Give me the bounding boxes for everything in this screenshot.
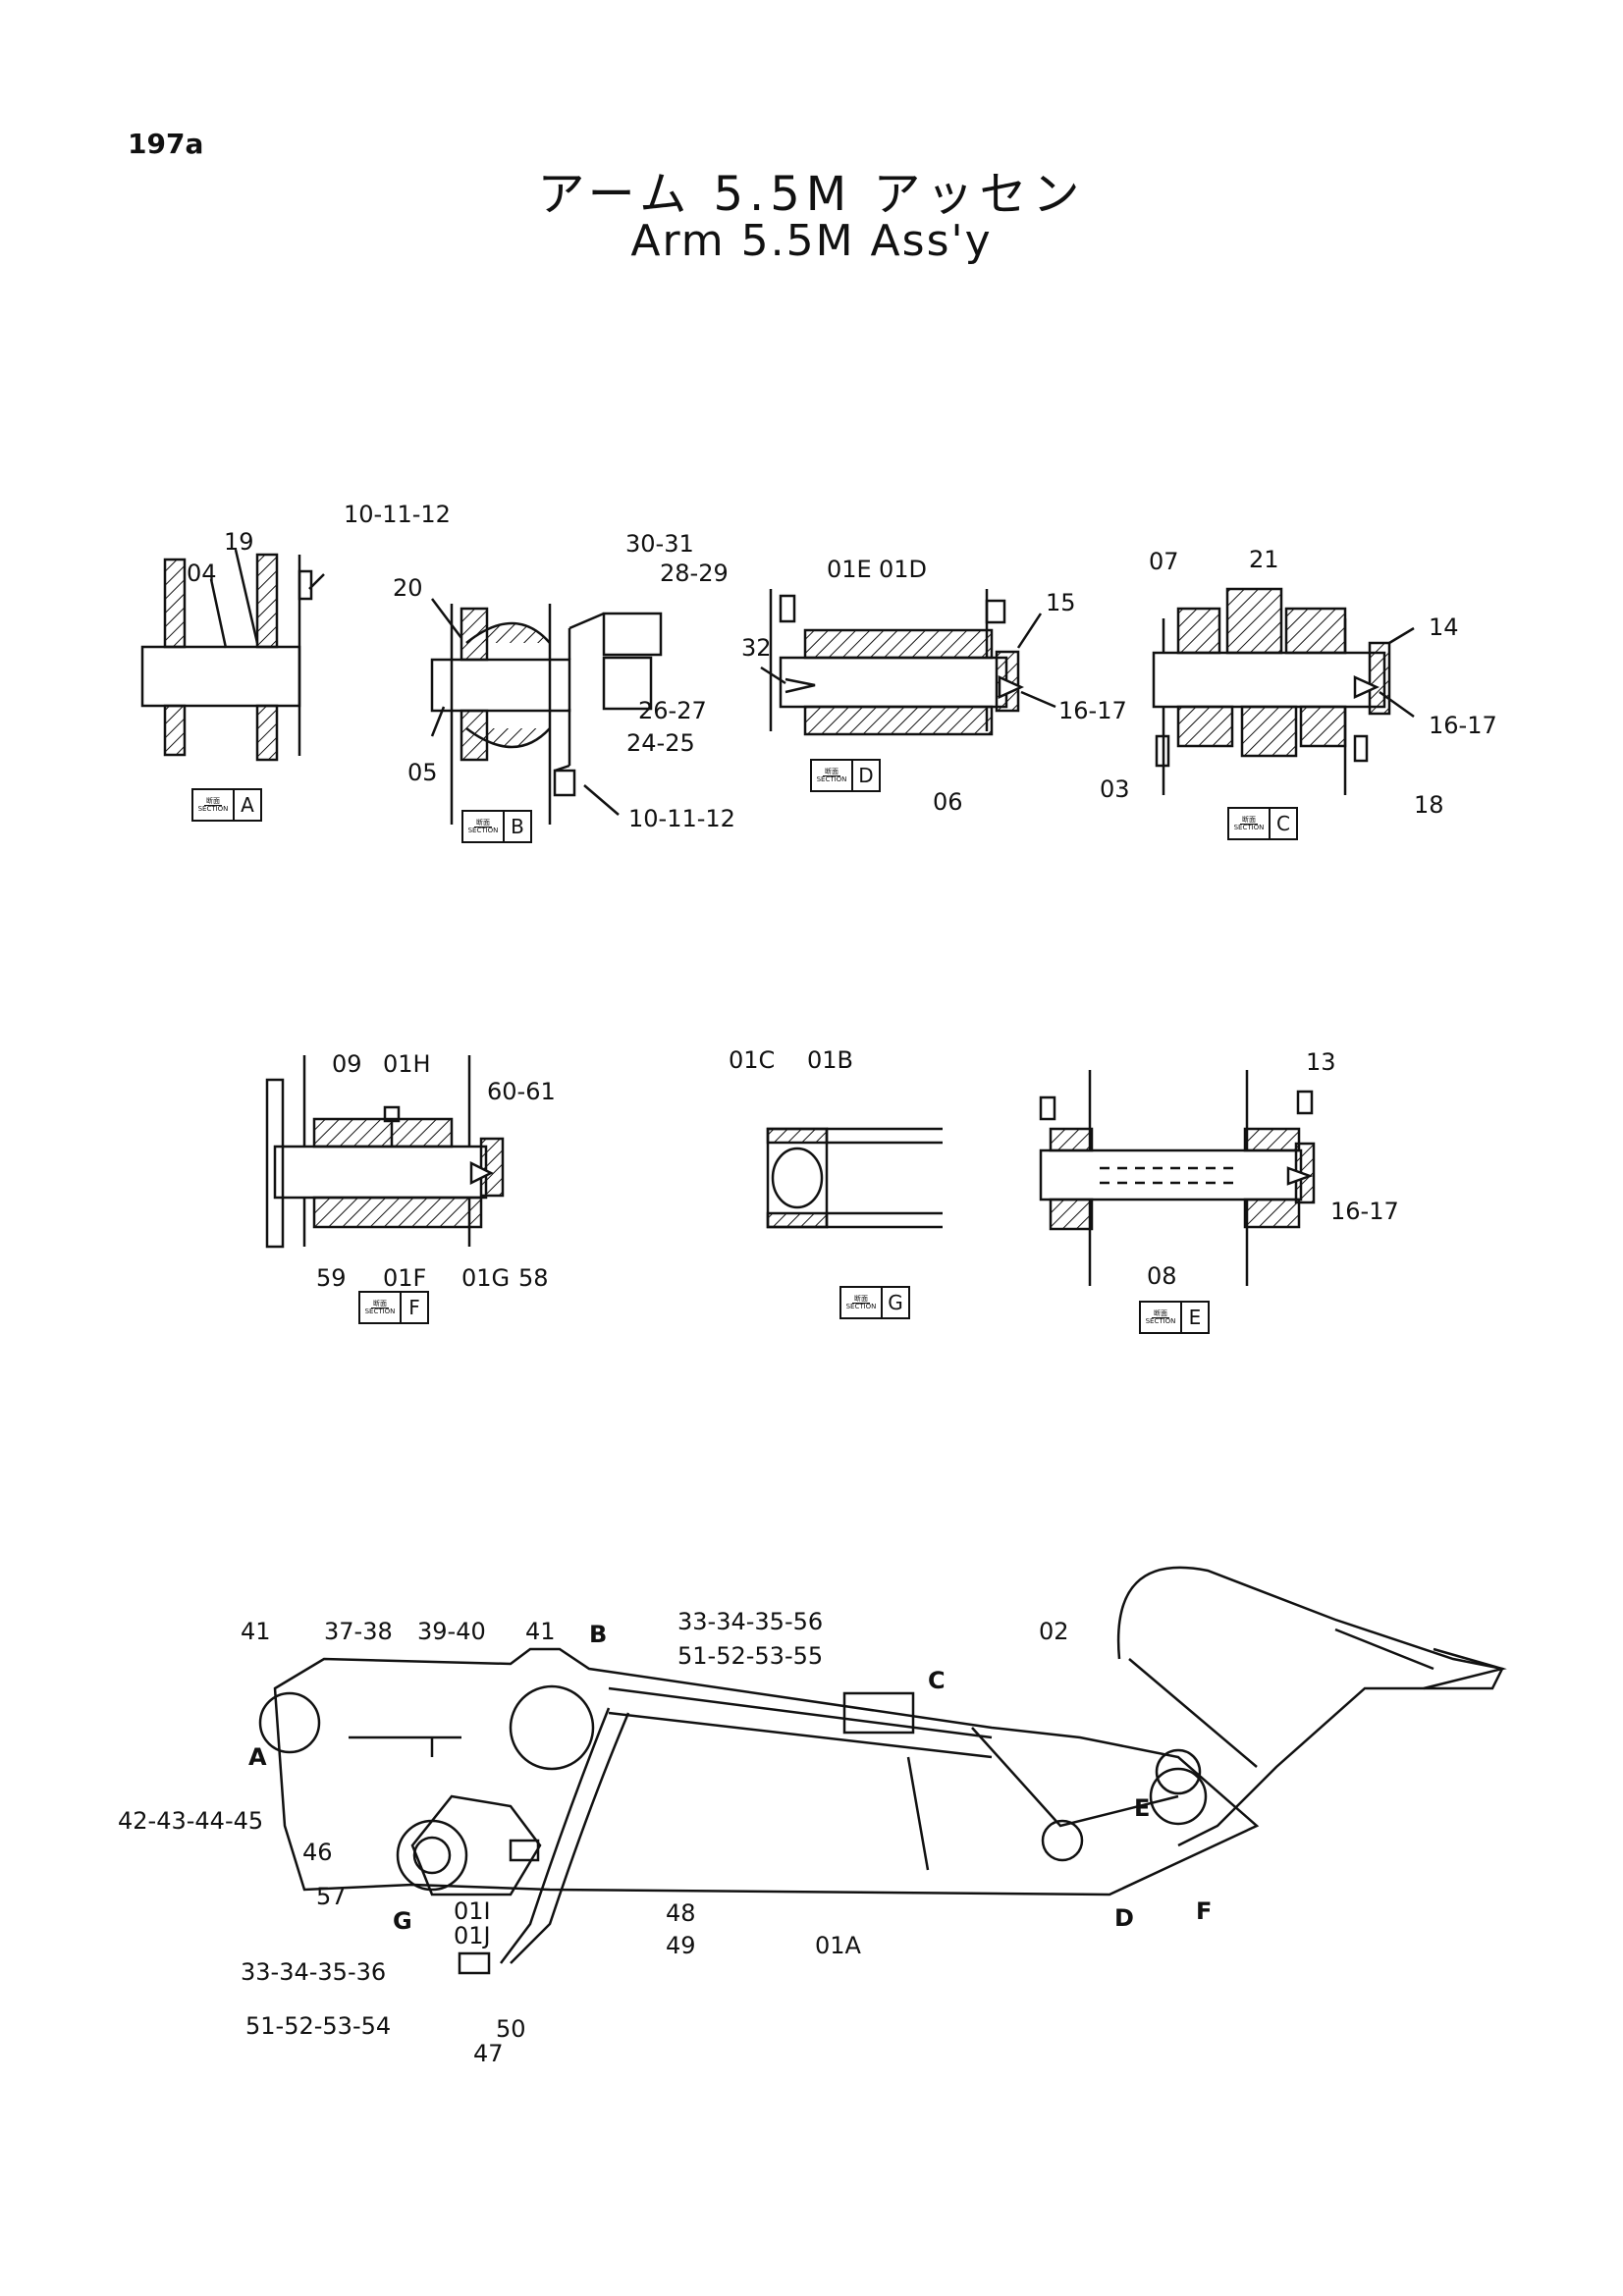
part-label: 39-40	[417, 1618, 486, 1645]
section-a-drawing	[140, 549, 325, 762]
part-label: 06	[933, 788, 963, 816]
part-label: 15	[1046, 589, 1076, 616]
part-label: 18	[1414, 791, 1444, 819]
section-c-drawing	[1152, 587, 1415, 795]
part-label: 57	[316, 1883, 347, 1910]
view-marker-f: F	[1196, 1897, 1213, 1925]
part-label: 51-52-53-55	[677, 1642, 824, 1670]
view-marker-g: G	[393, 1907, 412, 1935]
part-label: 41	[241, 1618, 271, 1645]
part-label: 59	[316, 1264, 347, 1292]
part-label: 01B	[807, 1046, 854, 1074]
arm-main-drawing	[258, 1566, 1507, 1975]
part-label: 01J	[454, 1922, 491, 1949]
section-d-drawing	[760, 589, 1056, 736]
part-label: 01C	[729, 1046, 776, 1074]
part-label: 01F	[383, 1264, 427, 1292]
part-label: 19	[224, 528, 254, 556]
part-label: 13	[1306, 1048, 1336, 1076]
part-label: 21	[1249, 546, 1279, 573]
part-label: 01I	[454, 1897, 491, 1925]
part-label: 01G	[461, 1264, 511, 1292]
section-b-drawing	[430, 598, 663, 825]
part-label: 16-17	[1330, 1198, 1399, 1225]
page-number: 197a	[128, 128, 204, 160]
part-label: 08	[1147, 1262, 1177, 1290]
part-label: 26-27	[638, 697, 707, 724]
part-label: 01H	[383, 1050, 431, 1078]
part-label: 47	[473, 2040, 504, 2067]
part-label: 37-38	[324, 1618, 393, 1645]
part-label: 32	[741, 634, 772, 662]
part-label: 42-43-44-45	[118, 1807, 264, 1835]
part-label: 20	[393, 574, 423, 602]
title-japanese: アーム 5.5M アッセン	[537, 167, 1086, 222]
view-marker-e: E	[1134, 1794, 1151, 1822]
part-label: 01E	[827, 556, 872, 583]
part-label: 05	[407, 759, 438, 786]
part-label: 02	[1039, 1618, 1069, 1645]
part-label: 10-11-12	[344, 501, 451, 528]
part-label: 14	[1429, 614, 1459, 641]
part-label: 33-34-35-56	[677, 1608, 824, 1635]
view-marker-b: B	[589, 1621, 608, 1648]
section-f-drawing	[265, 1055, 505, 1249]
view-marker-d: D	[1114, 1904, 1134, 1932]
title-english: Arm 5.5M Ass'y	[630, 216, 993, 266]
section-e-drawing	[1039, 1070, 1316, 1286]
part-label: 41	[525, 1618, 556, 1645]
part-label: 49	[666, 1932, 696, 1959]
view-marker-a: A	[248, 1743, 267, 1771]
part-label: 16-17	[1058, 697, 1127, 724]
part-label: 24-25	[626, 729, 695, 757]
part-label: 16-17	[1429, 712, 1497, 739]
part-label: 03	[1100, 775, 1130, 803]
part-label: 09	[332, 1050, 362, 1078]
part-label: 04	[187, 560, 217, 587]
section-g-drawing	[766, 1127, 943, 1229]
part-label: 30-31	[625, 530, 694, 558]
part-label: 33-34-35-36	[241, 1958, 387, 1986]
part-label: 58	[518, 1264, 549, 1292]
part-label: 60-61	[487, 1078, 556, 1105]
view-marker-c: C	[928, 1667, 946, 1694]
part-label: 48	[666, 1899, 696, 1927]
part-label: 01D	[879, 556, 928, 583]
part-label: 46	[302, 1839, 333, 1866]
part-label: 50	[496, 2015, 526, 2043]
part-label: 51-52-53-54	[245, 2012, 392, 2040]
part-label: 10-11-12	[628, 805, 735, 832]
part-label: 07	[1149, 548, 1179, 575]
part-label: 28-29	[660, 560, 729, 587]
part-label: 01A	[815, 1932, 861, 1959]
